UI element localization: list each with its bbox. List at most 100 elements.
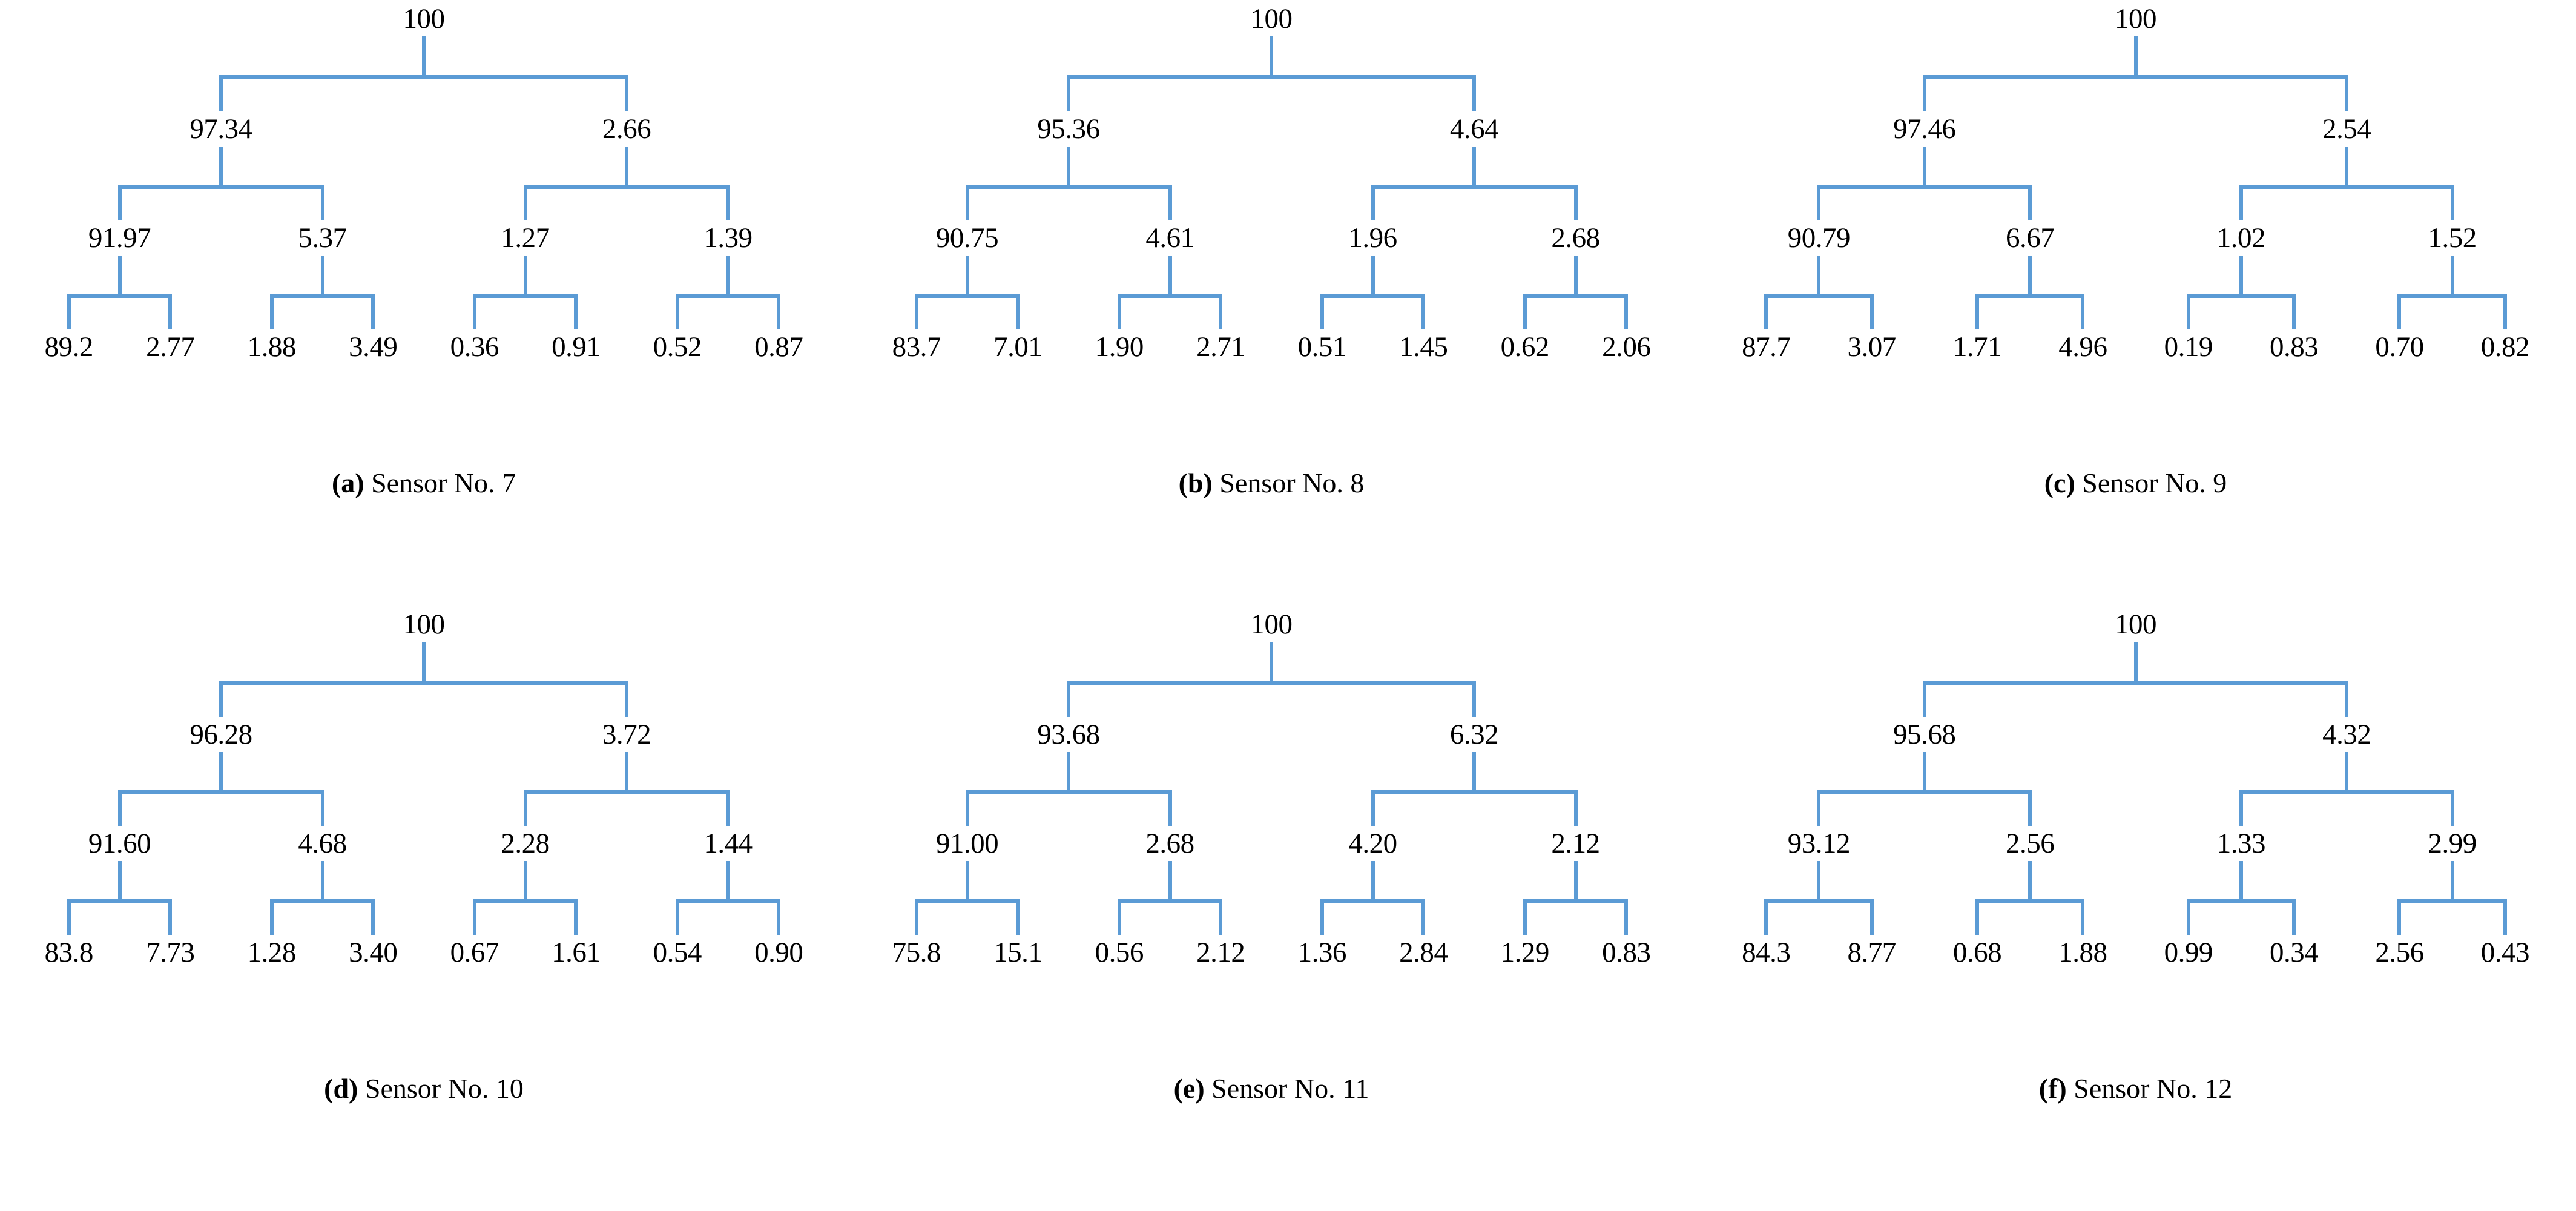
tree-connector-stem bbox=[1922, 752, 1926, 791]
tree-connector-bar bbox=[1764, 294, 1874, 299]
tree-node-value: 0.56 bbox=[1095, 937, 1144, 968]
tree-connector-leg bbox=[168, 294, 173, 329]
tree-connector-stem bbox=[219, 147, 223, 185]
tree-node-value: 2.68 bbox=[1551, 222, 1600, 254]
tree-node-value: 3.07 bbox=[1847, 331, 1896, 363]
tree-node-value: 100 bbox=[2115, 609, 2157, 640]
panel-caption: (d) Sensor No. 10 bbox=[0, 1075, 848, 1103]
tree-connector-leg bbox=[1817, 790, 1821, 826]
tree-connector-leg bbox=[472, 294, 476, 329]
tree-connector-bar bbox=[523, 790, 730, 795]
tree-connector-leg bbox=[1371, 790, 1375, 826]
tree-node-value: 1.36 bbox=[1297, 937, 1347, 968]
tree-connector-bar bbox=[269, 294, 375, 299]
tree-connector-leg bbox=[625, 681, 628, 717]
tree-connector-bar bbox=[1922, 681, 2349, 685]
tree-node-value: 0.91 bbox=[552, 331, 601, 363]
tree-node-value: 2.56 bbox=[2006, 828, 2055, 859]
tree-connector-leg bbox=[1922, 681, 1926, 717]
tree-connector-leg bbox=[320, 185, 324, 220]
tree-connector-leg bbox=[1624, 899, 1629, 935]
panel-caption-text: Sensor No. 12 bbox=[2066, 1073, 2233, 1104]
tree-connector-leg bbox=[2292, 294, 2296, 329]
tree-node-value: 2.28 bbox=[501, 828, 550, 859]
tree-connector-leg bbox=[1219, 899, 1223, 935]
panel-caption: (b) Sensor No. 8 bbox=[848, 469, 1695, 497]
tree-node-value: 0.99 bbox=[2164, 937, 2213, 968]
tree-connector-leg bbox=[1016, 294, 1020, 329]
tree-connector-leg bbox=[320, 790, 324, 826]
tree-connector-leg bbox=[1869, 294, 1874, 329]
tree-connector-bar bbox=[1117, 294, 1223, 299]
tree-connector-leg bbox=[1320, 899, 1324, 935]
tree-connector-bar bbox=[1764, 899, 1874, 904]
tree-connector-leg bbox=[1016, 899, 1020, 935]
tree-node-value: 95.68 bbox=[1893, 719, 1956, 750]
tree-connector-leg bbox=[371, 294, 375, 329]
tree-connector-bar bbox=[1320, 294, 1426, 299]
tree-connector-leg bbox=[1371, 185, 1375, 220]
tree-connector-bar bbox=[965, 790, 1172, 795]
tree-connector-stem bbox=[320, 256, 324, 294]
tree-connector-stem bbox=[320, 861, 324, 900]
tree-connector-leg bbox=[117, 790, 122, 826]
tree-connector-leg bbox=[371, 899, 375, 935]
tree-connector-stem bbox=[1067, 147, 1070, 185]
tree-connector-leg bbox=[67, 294, 71, 329]
tree-node-value: 0.52 bbox=[653, 331, 702, 363]
tree-node-value: 87.7 bbox=[1742, 331, 1791, 363]
tree-connector-leg bbox=[117, 185, 122, 220]
tree-node-value: 0.54 bbox=[653, 937, 702, 968]
tree-node-value: 83.8 bbox=[44, 937, 94, 968]
panel-caption-letter: (f) bbox=[2038, 1073, 2067, 1104]
tree-node-value: 93.68 bbox=[1037, 719, 1100, 750]
tree-connector-leg bbox=[269, 899, 274, 935]
tree-node-value: 3.49 bbox=[349, 331, 398, 363]
tree-node-value: 1.45 bbox=[1399, 331, 1448, 363]
tree-node-value: 0.83 bbox=[1602, 937, 1651, 968]
tree-connector-bar bbox=[1117, 899, 1223, 904]
tree-node-value: 6.67 bbox=[2006, 222, 2055, 254]
tree-node-value: 2.99 bbox=[2428, 828, 2477, 859]
tree-connector-bar bbox=[2397, 294, 2507, 299]
tree-connector-leg bbox=[574, 294, 578, 329]
tree-node-value: 0.90 bbox=[754, 937, 803, 968]
tree-connector-stem bbox=[117, 861, 122, 900]
tree-connector-bar bbox=[219, 75, 628, 80]
tree-connector-leg bbox=[675, 294, 679, 329]
tree-connector-leg bbox=[2450, 790, 2454, 826]
tree-node-value: 2.68 bbox=[1145, 828, 1194, 859]
tree-node-value: 1.61 bbox=[552, 937, 601, 968]
tree-connector-bar bbox=[1320, 899, 1426, 904]
tree-connector-stem bbox=[625, 752, 628, 791]
tree-connector-leg bbox=[1117, 899, 1121, 935]
tree-connector-stem bbox=[1270, 642, 1273, 681]
tree-connector-bar bbox=[117, 185, 324, 190]
tree-node-value: 5.37 bbox=[298, 222, 347, 254]
tree-connector-leg bbox=[1975, 294, 1979, 329]
tree-node-value: 0.67 bbox=[450, 937, 499, 968]
tree-node-value: 90.75 bbox=[935, 222, 999, 254]
tree-node-value: 100 bbox=[1250, 3, 1293, 35]
tree-connector-stem bbox=[965, 861, 969, 900]
tree-node-value: 2.54 bbox=[2322, 113, 2371, 145]
tree-connector-leg bbox=[2186, 899, 2190, 935]
tree-node-value: 2.84 bbox=[1399, 937, 1448, 968]
tree-connector-leg bbox=[219, 681, 223, 717]
tree-connector-leg bbox=[2503, 294, 2507, 329]
tree-connector-bar bbox=[914, 294, 1020, 299]
tree-connector-leg bbox=[2028, 790, 2032, 826]
tree-connector-bar bbox=[914, 899, 1020, 904]
tree-connector-leg bbox=[777, 899, 781, 935]
tree-connector-leg bbox=[1168, 790, 1172, 826]
tree-connector-leg bbox=[625, 75, 628, 111]
tree-connector-leg bbox=[1472, 75, 1476, 111]
panel-caption-text: Sensor No. 11 bbox=[1204, 1073, 1369, 1104]
tree-connector-leg bbox=[2345, 75, 2349, 111]
tree-node-value: 2.12 bbox=[1196, 937, 1245, 968]
